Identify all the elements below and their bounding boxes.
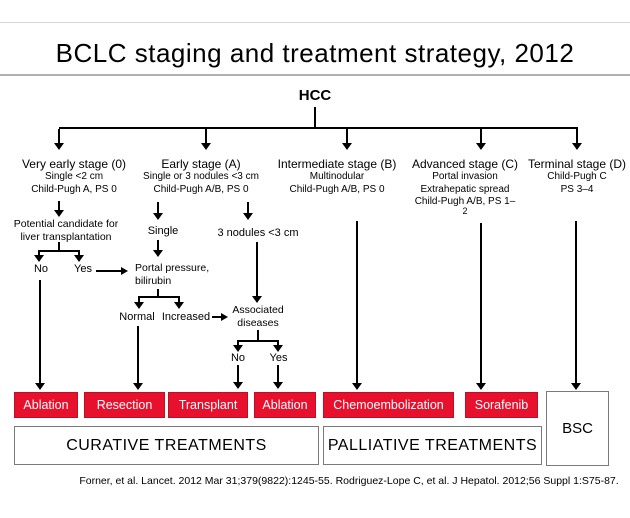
stage-block-advanced: Advanced stage (C) Portal invasion Extra… [403, 157, 527, 216]
stage-label: Advanced stage (C) [411, 157, 519, 171]
stage-label: Terminal stage (D) [527, 157, 627, 171]
arrow-to-terminal-stage [572, 129, 582, 150]
portal-pressure-label: Portal pressure, bilirubin [135, 262, 217, 288]
stage-block-early: Early stage (A) Single or 3 nodules <3 c… [138, 157, 264, 196]
associated-line2: diseases [237, 317, 279, 329]
arrow-to-yes-1 [74, 250, 84, 262]
nodules-label: 3 nodules <3 cm [217, 227, 299, 239]
stage-detail: Multinodular [309, 171, 365, 182]
arrow-advanced-to-sorafenib [476, 223, 486, 390]
stage-detail: Child-Pugh A/B, PS 1– [414, 196, 516, 207]
arrow-to-early-stage [201, 129, 211, 150]
associated-branch-stem [257, 330, 259, 342]
stage-detail: Child-Pugh A, PS 0 [31, 183, 117, 195]
arrow-no-to-ablation [35, 280, 45, 390]
stage-block-intermediate: Intermediate stage (B) Multinodular Chil… [274, 157, 400, 196]
hcc-node: HCC [298, 87, 332, 104]
single-label: Single [147, 225, 179, 237]
transplant-candidate-label: Potential candidate for liver transplant… [9, 218, 123, 244]
transplant-candidate-line1: Potential candidate for [13, 218, 119, 230]
stage-block-terminal: Terminal stage (D) Child-Pugh C PS 3–4 [521, 157, 630, 196]
treatment-box-resection: Resection [84, 392, 165, 418]
yes-label-2: Yes [269, 352, 288, 364]
arrow-to-increased [174, 296, 184, 309]
transplant-candidate-line2: liver transplantation [20, 231, 112, 243]
treatment-box-chemoembolization: Chemoembolization [323, 392, 454, 418]
candidate-branch-bar [39, 250, 80, 252]
arrow-single-to-portal-pressure [153, 240, 163, 257]
portal-pressure-line1: Portal pressure, [135, 262, 210, 274]
arrow-normal-to-resection [133, 326, 143, 390]
stage-detail: PS 3–4 [560, 183, 594, 195]
arrow-to-advanced-stage [476, 129, 486, 150]
increased-label: Increased [161, 311, 211, 323]
stage-detail: Single <2 cm [44, 171, 104, 182]
yes-label-1: Yes [74, 263, 92, 275]
stage-label: Very early stage (0) [21, 157, 127, 171]
stage-detail: Single or 3 nodules <3 cm [143, 171, 259, 182]
stage-branch-bar [59, 127, 578, 129]
treatment-box-ablation-2: Ablation [254, 392, 316, 418]
portal-pressure-line2: bilirubin [135, 275, 172, 287]
candidate-branch-stem [58, 242, 60, 252]
arrow-very-early-to-candidate [54, 201, 64, 217]
curative-treatments-box: CURATIVE TREATMENTS [14, 426, 319, 465]
stage-detail-wrap-digit: 2 [462, 205, 468, 216]
stage-detail: Child-Pugh C [547, 171, 607, 182]
treatment-box-ablation-1: Ablation [14, 392, 78, 418]
portal-branch-bar [138, 296, 180, 298]
arrow-to-no-1 [34, 250, 44, 262]
associated-line1: Associated [232, 304, 284, 316]
citation: Forner, et al. Lancet. 2012 Mar 31;379(9… [79, 475, 619, 487]
arrow-terminal-to-bsc [571, 221, 581, 390]
stage-label: Early stage (A) [161, 157, 241, 171]
no-label-2: No [230, 352, 246, 364]
associated-branch-bar [238, 340, 279, 342]
top-edge-line [0, 22, 630, 23]
associated-diseases-label: Associated diseases [226, 304, 290, 330]
arrow-to-normal [134, 296, 144, 309]
arrow-increased-to-associated [212, 313, 228, 321]
stage-detail: Portal invasion [432, 171, 498, 182]
arrow-to-intermediate-stage [342, 129, 352, 150]
arrow-intermediate-to-chemoembolization [352, 221, 362, 390]
stage-block-very-early: Very early stage (0) Single <2 cm Child-… [14, 157, 134, 196]
stage-detail: Child-Pugh A/B, PS 0 [289, 183, 385, 195]
treatment-box-sorafenib: Sorafenib [465, 392, 538, 418]
arrow-nodules-to-associated [252, 242, 262, 303]
arrow-no2-to-transplant [233, 365, 243, 389]
stage-detail: Child-Pugh A/B, PS 0 [153, 183, 249, 195]
bsc-box: BSC [546, 391, 609, 466]
arrow-to-no-2 [233, 340, 243, 352]
normal-label: Normal [119, 311, 155, 323]
no-label-1: No [33, 263, 49, 275]
arrow-early-to-nodules [243, 202, 253, 220]
title-rule [0, 74, 630, 76]
arrow-to-yes-2 [273, 340, 283, 352]
arrow-early-to-single [153, 202, 163, 220]
arrow-yes-to-portal-pressure [96, 267, 128, 275]
arrow-yes2-to-ablation [273, 365, 283, 389]
palliative-treatments-box: PALLIATIVE TREATMENTS [323, 426, 542, 465]
stage-detail: Extrahepatic spread [420, 183, 510, 195]
stage-label: Intermediate stage (B) [277, 157, 397, 171]
hcc-stem-line [314, 107, 316, 127]
portal-branch-stem [157, 289, 159, 298]
treatment-box-transplant: Transplant [168, 392, 248, 418]
arrow-to-very-early-stage [54, 129, 64, 150]
page-title: BCLC staging and treatment strategy, 201… [55, 38, 575, 68]
